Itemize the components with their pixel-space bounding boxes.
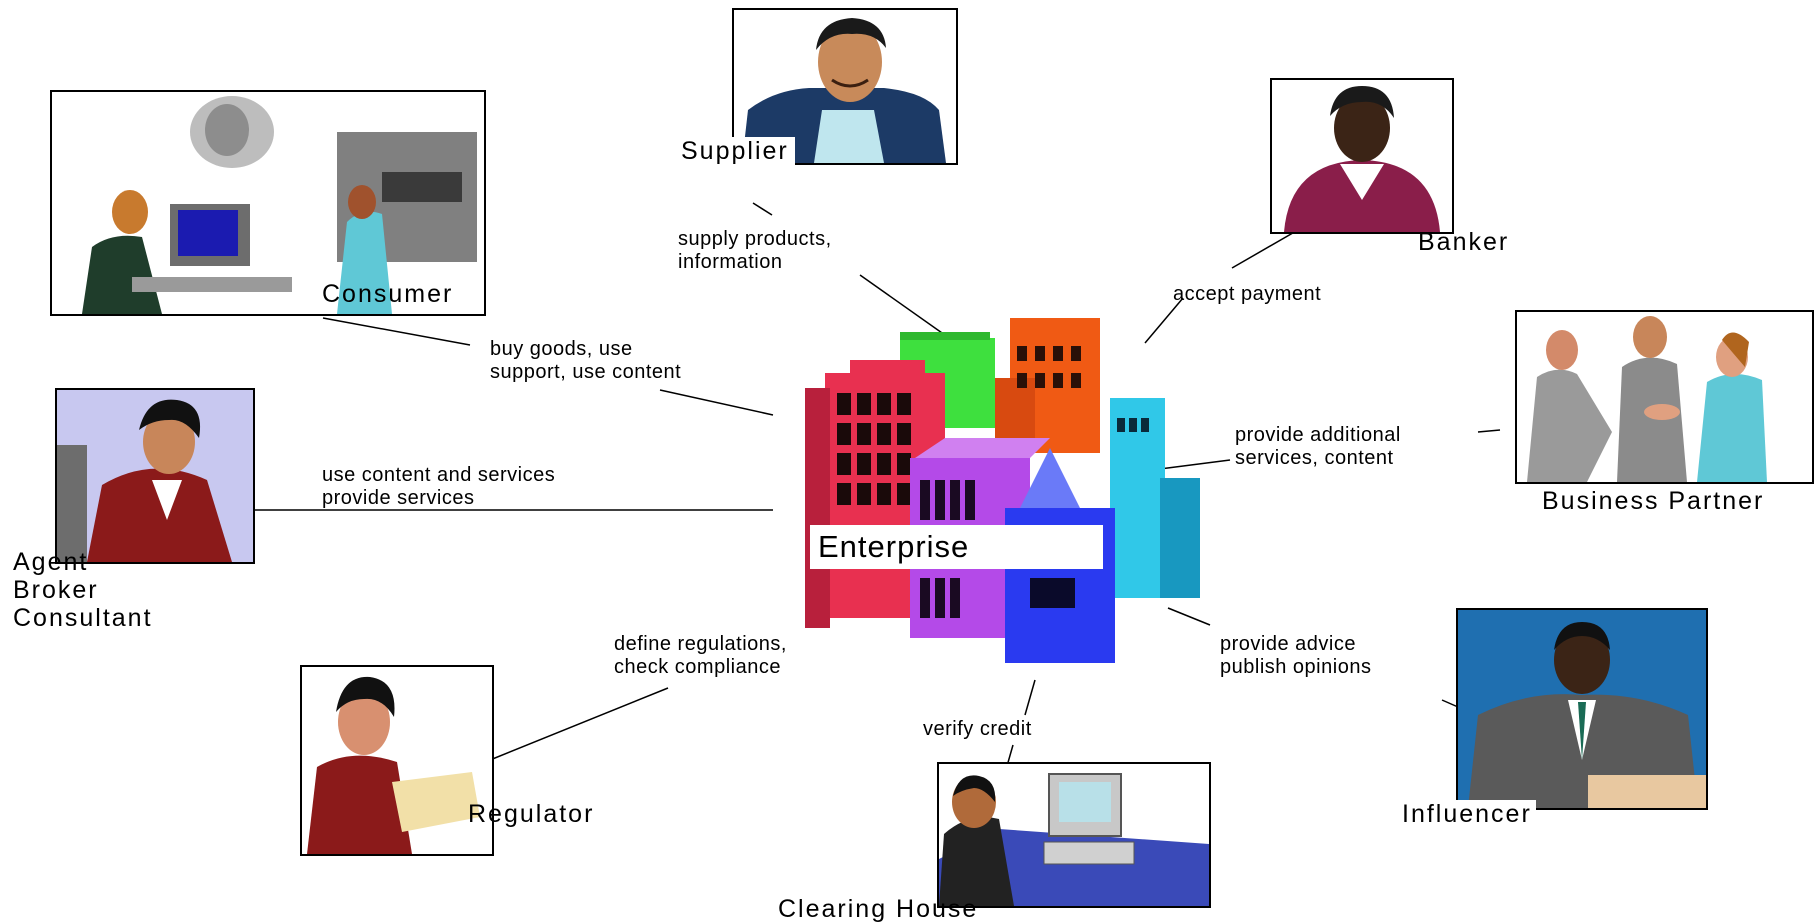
clearing-house-relation-line-1: verify credit bbox=[923, 718, 1032, 740]
agent-portrait-icon bbox=[57, 390, 253, 562]
consumer-link-lower bbox=[659, 389, 774, 416]
supplier-relation-line-1: supply products, bbox=[678, 228, 832, 250]
influencer-relation: provide advice publish opinions bbox=[1220, 633, 1371, 679]
agent-relation-line-1: use content and services bbox=[322, 464, 556, 486]
agent-relation: use content and services provide service… bbox=[322, 464, 555, 510]
consumer-portrait bbox=[50, 90, 486, 316]
business-partner-portrait bbox=[1515, 310, 1814, 484]
agent-label-line-3: Consultant bbox=[13, 604, 153, 632]
regulator-label: Regulator bbox=[468, 800, 595, 828]
enterprise-label: Enterprise bbox=[810, 525, 1103, 569]
business-partner-relation-line-2: services, content bbox=[1235, 447, 1394, 469]
enterprise-buildings bbox=[805, 313, 1210, 688]
clearing-house-relation: verify credit bbox=[923, 718, 1032, 741]
influencer-relation-line-2: publish opinions bbox=[1220, 656, 1372, 678]
clearing-link-upper bbox=[1024, 679, 1036, 716]
regulator-link-lower bbox=[489, 687, 669, 761]
business-partner-relation-line-1: provide additional bbox=[1235, 424, 1401, 446]
influencer-portrait bbox=[1456, 608, 1708, 810]
influencer-link-right bbox=[1441, 699, 1459, 708]
supplier-link-lower bbox=[859, 274, 953, 341]
agent-label-line-1: Agent bbox=[13, 548, 89, 576]
banker-portrait-icon bbox=[1284, 86, 1440, 232]
banker-portrait bbox=[1270, 78, 1454, 234]
enterprise-buildings-icon bbox=[805, 313, 1200, 663]
clearing-house-portrait bbox=[937, 762, 1211, 908]
banker-relation: accept payment bbox=[1173, 283, 1321, 306]
agent-relation-line-2: provide services bbox=[322, 487, 475, 509]
business-partner-label: Business Partner bbox=[1542, 487, 1765, 515]
influencer-label: Influencer bbox=[1398, 800, 1536, 829]
clearing-house-label: Clearing House bbox=[778, 895, 979, 923]
business-partner-portrait-icon bbox=[1527, 316, 1767, 482]
partner-link-right bbox=[1477, 429, 1501, 433]
supplier-link-upper bbox=[752, 202, 773, 216]
business-partner-relation: provide additional services, content bbox=[1235, 424, 1401, 470]
regulator-portrait bbox=[300, 665, 494, 856]
consumer-relation-line-2: support, use content bbox=[490, 361, 682, 383]
regulator-portrait-icon bbox=[307, 676, 480, 854]
influencer-portrait-icon bbox=[1458, 610, 1706, 808]
consumer-relation: buy goods, use support, use content bbox=[490, 338, 681, 384]
banker-link-upper bbox=[1231, 229, 1299, 269]
supplier-label: Supplier bbox=[675, 137, 795, 166]
banker-label: Banker bbox=[1418, 228, 1510, 256]
agent-portrait bbox=[55, 388, 255, 564]
supplier-relation: supply products, information bbox=[678, 228, 832, 274]
supplier-relation-line-2: information bbox=[678, 251, 783, 273]
regulator-relation-line-2: check compliance bbox=[614, 656, 781, 678]
regulator-relation: define regulations, check compliance bbox=[614, 633, 787, 679]
clearing-house-portrait-icon bbox=[939, 773, 1209, 906]
consumer-link-upper bbox=[322, 317, 471, 346]
influencer-link-left bbox=[1167, 607, 1211, 626]
regulator-relation-line-1: define regulations, bbox=[614, 633, 787, 655]
agent-label: Agent Broker Consultant bbox=[13, 548, 153, 632]
consumer-portrait-icon bbox=[82, 96, 477, 314]
influencer-relation-line-1: provide advice bbox=[1220, 633, 1356, 655]
consumer-label: Consumer bbox=[322, 280, 454, 308]
agent-label-line-2: Broker bbox=[13, 576, 99, 604]
banker-link-lower bbox=[1144, 297, 1184, 344]
consumer-relation-line-1: buy goods, use bbox=[490, 338, 633, 360]
supplier-portrait bbox=[732, 8, 958, 165]
banker-relation-line-1: accept payment bbox=[1173, 283, 1322, 305]
